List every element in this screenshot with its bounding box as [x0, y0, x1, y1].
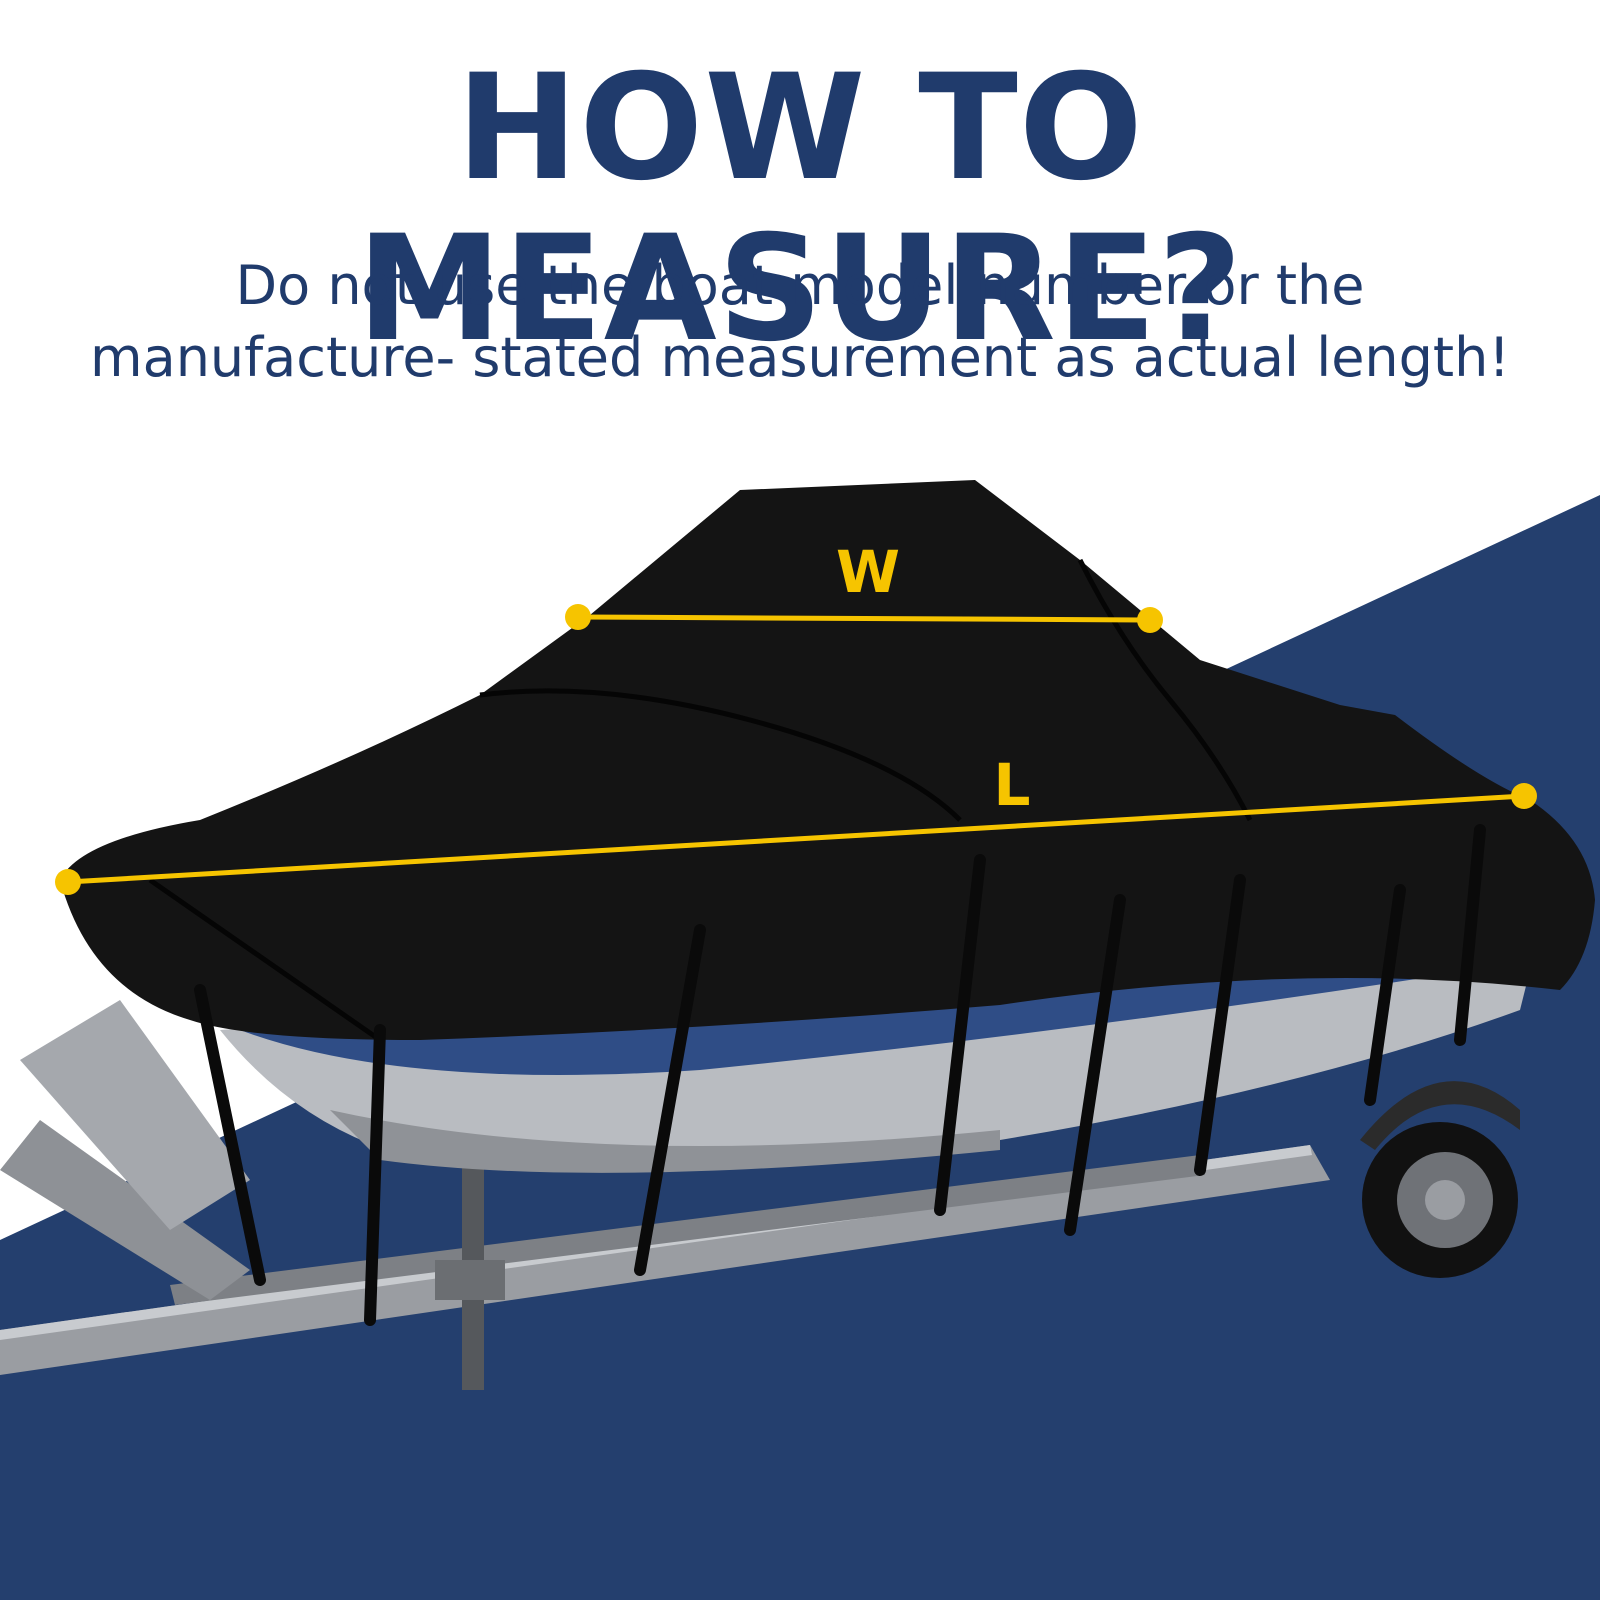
- page-title: HOW TO MEASURE?: [356, 43, 1244, 374]
- boat-cover: [60, 480, 1595, 1326]
- width-right-dot: [1137, 607, 1163, 633]
- width-measure: W: [565, 538, 1163, 633]
- width-left-dot: [565, 604, 591, 630]
- length-label: L: [994, 751, 1031, 819]
- width-line: [577, 614, 1151, 623]
- page-subtitle: Do not use the boat model number or the …: [0, 250, 1600, 394]
- length-measure: L: [55, 751, 1537, 895]
- trailer: [0, 1000, 1520, 1390]
- width-label: W: [836, 538, 900, 606]
- subtitle-line-1: Do not use the boat model number or the: [235, 254, 1365, 317]
- length-line: [67, 793, 1525, 885]
- length-right-dot: [1511, 783, 1537, 809]
- subtitle-line-2: manufacture- stated measurement as actua…: [90, 326, 1510, 389]
- length-left-dot: [55, 869, 81, 895]
